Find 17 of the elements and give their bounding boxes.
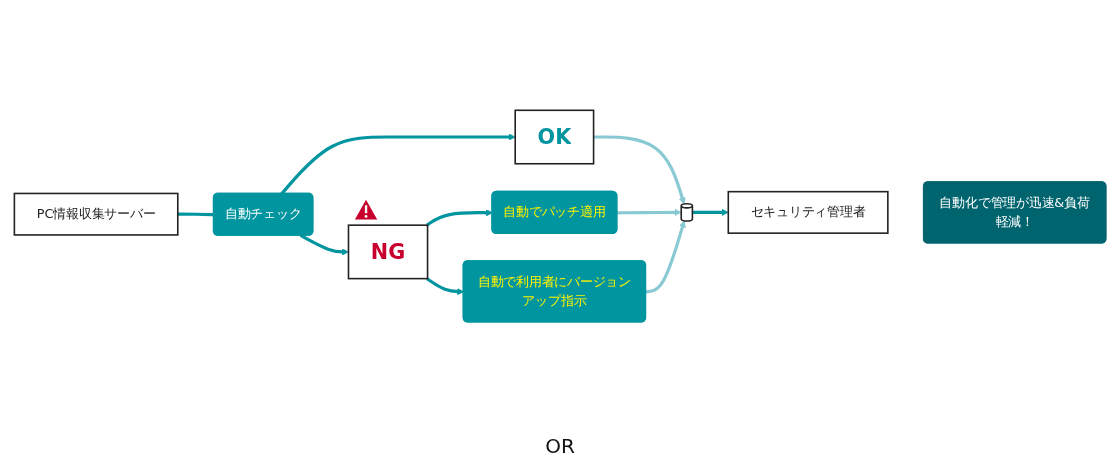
- arrow: [299, 233, 349, 256]
- arrow: [645, 220, 686, 294]
- arrow: [617, 208, 682, 216]
- arrow: [426, 209, 493, 227]
- monitor-box: OK: [514, 109, 595, 165]
- administrator-box: セキュリティ管理者: [727, 190, 889, 234]
- arrow: [280, 133, 516, 195]
- message-box: 自動化で管理が迅速&負荷軽減！: [922, 181, 1107, 244]
- arrow: [593, 135, 686, 205]
- monitor-box: NG: [347, 224, 429, 280]
- database-cylinder: [680, 203, 694, 222]
- note-text: OR: [545, 434, 575, 458]
- arrow: [692, 208, 729, 216]
- action-box: 自動でパッチ適用: [491, 190, 618, 234]
- process-box: 自動チェック: [212, 192, 314, 236]
- server-box: PC情報収集サーバー: [13, 192, 179, 236]
- action-box: 自動で利用者にバージョンアップ指示: [462, 260, 647, 323]
